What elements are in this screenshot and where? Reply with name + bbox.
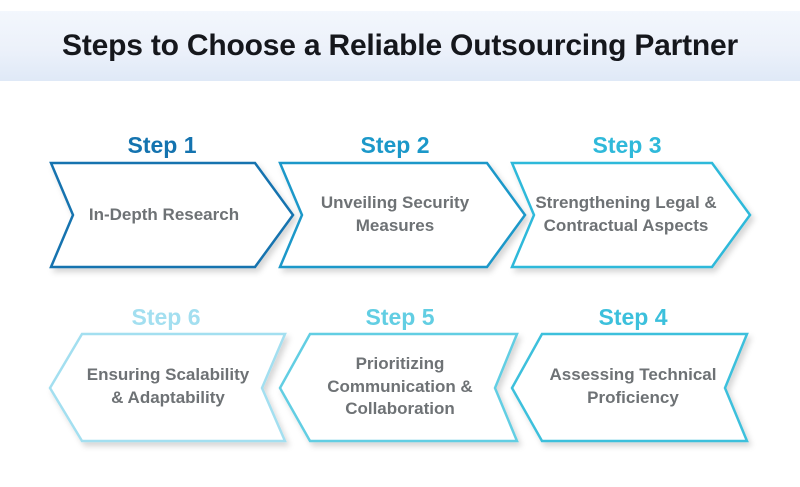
step-5-label: Step 5	[365, 304, 435, 330]
step-6-text: Ensuring Scalability & Adaptability	[86, 365, 250, 407]
step-4-text: Assessing Technical Proficiency	[549, 365, 717, 407]
step-1-label: Step 1	[127, 132, 197, 158]
step-3-text: Strengthening Legal & Contractual Aspect…	[535, 193, 717, 235]
page-title: Steps to Choose a Reliable Outsourcing P…	[62, 29, 738, 62]
step-1-text: In-Depth Research	[88, 204, 240, 224]
step-3-arrow	[510, 161, 752, 269]
step-2-arrow	[278, 161, 527, 269]
step-5-arrow	[278, 332, 519, 443]
step-3-label: Step 3	[592, 132, 662, 158]
step-2-label: Step 2	[360, 132, 430, 158]
step-6-arrow	[48, 332, 287, 443]
step-2-text: Unveiling Security Measures	[320, 193, 470, 235]
header-band: Steps to Choose a Reliable Outsourcing P…	[0, 11, 800, 81]
step-5-text: Prioritizing Communication & Collaborati…	[327, 353, 473, 419]
step-1-arrow	[49, 161, 295, 269]
step-4-label: Step 4	[598, 304, 668, 330]
step-4-arrow	[510, 332, 749, 443]
step-6-label: Step 6	[131, 304, 201, 330]
